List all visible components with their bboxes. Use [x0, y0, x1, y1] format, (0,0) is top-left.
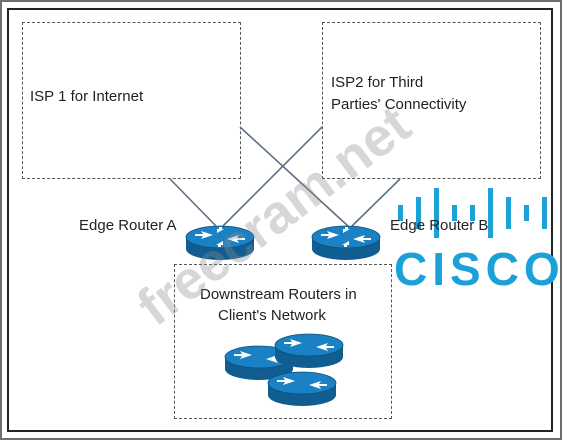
isp2-label-line1: ISP2 for Third	[331, 74, 424, 91]
link-isp1-router-a	[169, 178, 217, 227]
link-isp2-router-a	[222, 126, 323, 227]
isp1-box	[22, 22, 241, 179]
isp1-label: ISP 1 for Internet	[30, 88, 144, 105]
isp2-box	[322, 22, 541, 179]
cisco-wordmark: CISCO	[394, 243, 562, 295]
downstream-box	[174, 264, 392, 419]
downstream-label-line2: Client's Network	[218, 307, 326, 324]
downstream-router-icon-3	[267, 371, 337, 406]
edge-router-b-icon	[311, 225, 381, 260]
edge-router-a-icon	[185, 225, 255, 260]
downstream-router-icon-2	[274, 333, 344, 368]
edge-router-b-label: Edge Router B	[390, 217, 489, 234]
downstream-label-line1: Downstream Routers in	[200, 286, 357, 303]
edge-router-a-label: Edge Router A	[79, 217, 177, 234]
connection-lines	[169, 126, 401, 227]
link-isp1-router-b	[239, 126, 349, 227]
cisco-bars-icon	[398, 188, 547, 238]
link-isp2-router-b	[351, 178, 401, 227]
isp2-label-line2: Parties' Connectivity	[331, 96, 467, 113]
